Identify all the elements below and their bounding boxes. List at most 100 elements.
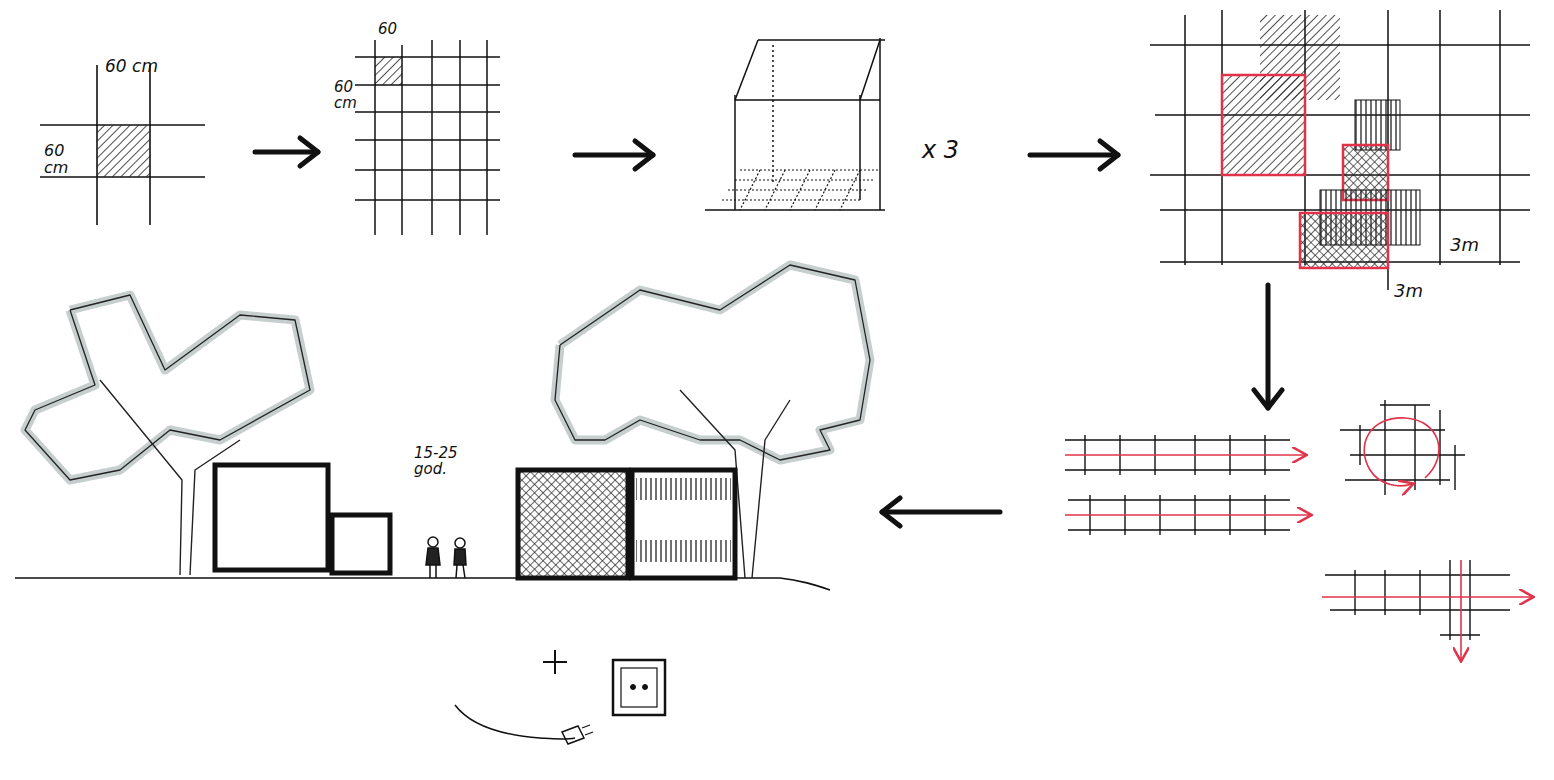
module-grid — [355, 40, 500, 235]
sketch-stroke — [1085, 435, 1265, 535]
sketch-stroke — [431, 40, 433, 235]
sketch-stroke — [97, 125, 150, 177]
sketch-stroke — [463, 565, 465, 578]
sketch-stroke — [555, 265, 870, 460]
dimension-label: 60 cm — [44, 143, 74, 177]
sketch-stroke — [1354, 570, 1355, 615]
dimension-label: 60 cm — [334, 80, 364, 112]
sketch-stroke — [1325, 560, 1510, 640]
sketch-stroke — [631, 685, 636, 690]
sketch-stroke — [1355, 100, 1400, 150]
sketch-stroke — [428, 537, 438, 547]
sketch-stroke — [1350, 454, 1465, 455]
sketch-stroke — [25, 295, 310, 480]
sketch-stroke — [790, 170, 810, 210]
sketch-stroke — [1419, 570, 1420, 615]
sketch-stroke — [1454, 445, 1455, 490]
sketch-stroke — [1300, 213, 1388, 268]
sketch-stroke — [455, 705, 575, 739]
sketch-stroke — [1065, 454, 1305, 456]
power-socket — [455, 650, 665, 744]
dimension-label: 60 cm — [105, 58, 185, 76]
sketch-stroke — [215, 465, 328, 570]
sketch-stroke — [1068, 529, 1290, 530]
sketch-stroke — [300, 138, 318, 166]
sketch-stroke — [1322, 596, 1532, 598]
dimension-label: 60 — [378, 22, 418, 38]
sketch-stroke — [1440, 634, 1480, 635]
sketch-stroke — [255, 150, 318, 155]
sketch-stroke — [621, 668, 657, 707]
tree-sketch — [25, 265, 870, 578]
sketch-stroke — [355, 111, 500, 113]
sketch-stroke — [1384, 400, 1385, 495]
sketch-stroke — [840, 170, 860, 210]
sketch-stroke — [859, 95, 861, 200]
sketch-stroke — [100, 380, 182, 575]
human-figures — [426, 537, 466, 578]
sketch-stroke — [355, 139, 500, 141]
sketch-stroke — [1184, 15, 1186, 265]
sketch-stroke — [636, 540, 731, 562]
sketch-stroke — [613, 660, 665, 715]
dimension-label: 3m — [1394, 282, 1444, 301]
module-cell — [40, 65, 205, 225]
sketch-stroke — [562, 726, 584, 744]
sketch-stroke — [632, 470, 735, 578]
sketch-stroke — [429, 565, 431, 578]
module-composition — [1150, 10, 1530, 290]
movement-patterns — [1065, 400, 1532, 660]
sketch-stroke — [332, 515, 390, 573]
sketch-stroke — [1065, 439, 1290, 440]
sketch-stroke — [1449, 560, 1450, 640]
sketch-stroke — [355, 169, 500, 171]
sketch-stroke — [1469, 560, 1470, 640]
sketch-stroke — [554, 650, 556, 674]
sketch-stroke — [355, 56, 500, 58]
sketch-stroke — [1345, 479, 1450, 480]
sketch-stroke — [25, 295, 310, 480]
sketch-stroke — [1222, 75, 1305, 175]
sketch-stroke — [882, 510, 1000, 515]
sketch-stroke — [722, 170, 880, 210]
sketch-stroke — [355, 84, 500, 86]
sketch-stroke — [758, 39, 885, 41]
sketch-stroke — [1100, 141, 1118, 169]
sketch-stroke — [435, 565, 437, 578]
sketch-stroke — [815, 170, 835, 210]
sketch-stroke — [722, 199, 862, 200]
sketch-stroke — [765, 170, 785, 210]
sketch-stroke — [555, 265, 870, 460]
sketch-stroke — [1150, 44, 1530, 46]
sketch-stroke — [1364, 418, 1439, 486]
sketch-stroke — [426, 548, 440, 565]
sketch-stroke — [1380, 404, 1430, 405]
sketch-stroke — [1065, 514, 1310, 516]
sketch-stroke — [454, 549, 466, 565]
sketch-stroke — [1384, 570, 1385, 615]
process-arrow — [255, 138, 1282, 526]
section-scene — [15, 465, 830, 590]
sketch-stroke — [728, 189, 868, 190]
dimension-label: 15-25 god. — [414, 446, 466, 478]
sketch-stroke — [1325, 574, 1510, 575]
sketch-stroke — [1068, 499, 1290, 500]
sketch-stroke — [486, 40, 488, 235]
sketch-stroke — [1030, 153, 1118, 158]
sketch-stroke — [735, 99, 880, 101]
sketch-stroke — [1439, 10, 1441, 265]
sketch-stroke — [1266, 285, 1271, 408]
sketch-stroke — [518, 470, 628, 578]
sketch-stroke — [582, 725, 590, 728]
sketch-stroke — [740, 170, 760, 210]
sketch-stroke — [374, 40, 376, 235]
sketch-stroke — [1340, 429, 1445, 430]
sketch-stroke — [455, 538, 465, 548]
sketch-stroke — [879, 38, 881, 210]
sketch-stroke — [355, 199, 500, 201]
sketch-stroke — [636, 478, 731, 500]
sketch-stroke — [735, 40, 758, 100]
cube-volume — [705, 38, 885, 210]
